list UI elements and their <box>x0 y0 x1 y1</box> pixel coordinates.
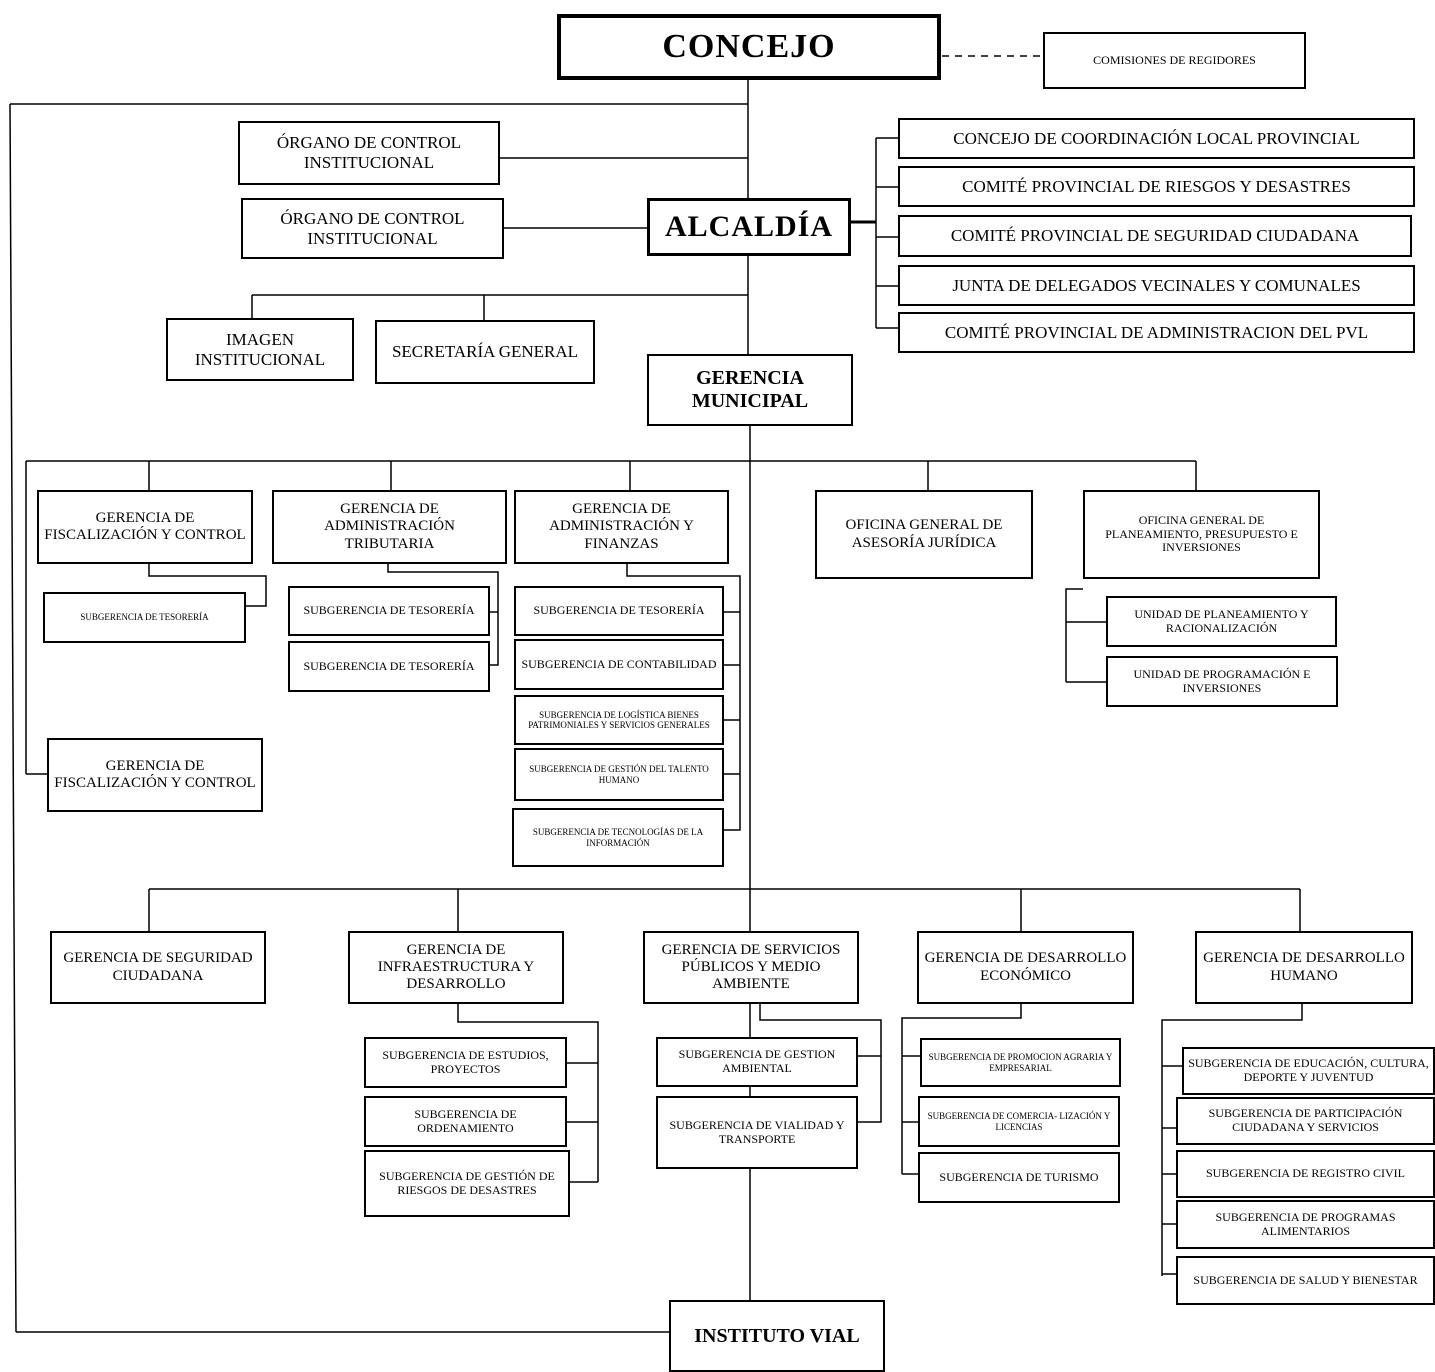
consejo-box-4[interactable]: JUNTA DE DELEGADOS VECINALES Y COMUNALES <box>898 265 1415 306</box>
imagen-institucional-box[interactable]: IMAGEN INSTITUCIONAL <box>166 318 354 381</box>
oficina-planeamiento-box[interactable]: OFICINA GENERAL DE PLANEAMIENTO, PRESUPU… <box>1083 490 1320 579</box>
subgerencia-tesoreria-trib-1-box[interactable]: SUBGERENCIA DE TESORERÍA <box>288 586 490 636</box>
subgerencia-riesgos-box[interactable]: SUBGERENCIA DE GESTIÓN DE RIESGOS DE DES… <box>364 1150 570 1217</box>
subgerencia-participacion-box[interactable]: SUBGERENCIA DE PARTICIPACIÓN CIUDADANA Y… <box>1176 1097 1435 1145</box>
secretaria-general-box[interactable]: SECRETARÍA GENERAL <box>375 320 595 384</box>
gerencia-admin-tributaria-box[interactable]: GERENCIA DE ADMINISTRACIÓN TRIBUTARIA <box>272 490 507 564</box>
subgerencia-contabilidad-box[interactable]: SUBGERENCIA DE CONTABILIDAD <box>514 639 724 690</box>
gerencia-servicios-box[interactable]: GERENCIA DE SERVICIOS PÚBLICOS Y MEDIO A… <box>643 931 859 1004</box>
connector-sub-fin <box>626 564 741 831</box>
connector-sub-infra <box>457 1004 599 1182</box>
connector-sub-trib <box>387 564 499 666</box>
subgerencia-ordenamiento-box[interactable]: SUBGERENCIA DE ORDENAMIENTO <box>364 1096 567 1147</box>
gerencia-economico-box[interactable]: GERENCIA DE DESARROLLO ECONÓMICO <box>917 931 1134 1004</box>
subgerencia-talento-humano-box[interactable]: SUBGERENCIA DE GESTIÓN DEL TALENTO HUMAN… <box>514 748 724 801</box>
gerencia-seguridad-box[interactable]: GERENCIA DE SEGURIDAD CIUDADANA <box>50 931 266 1004</box>
connector-sub-hum <box>1161 1004 1303 1276</box>
gerencia-infraestructura-box[interactable]: GERENCIA DE INFRAESTRUCTURA Y DESARROLLO <box>348 931 564 1004</box>
consejo-box-2[interactable]: COMITÉ PROVINCIAL DE RIESGOS Y DESASTRES <box>898 166 1415 207</box>
subgerencia-programas-box[interactable]: SUBGERENCIA DE PROGRAMAS ALIMENTARIOS <box>1176 1200 1435 1249</box>
gerencia-humano-box[interactable]: GERENCIA DE DESARROLLO HUMANO <box>1195 931 1413 1004</box>
alcaldia-box[interactable]: ALCALDÍA <box>647 198 851 256</box>
subgerencia-educacion-box[interactable]: SUBGERENCIA DE EDUCACIÓN, CULTURA, DEPOR… <box>1182 1047 1435 1095</box>
gerencia-fiscalizacion-box[interactable]: GERENCIA DE FISCALIZACIÓN Y CONTROL <box>37 490 253 564</box>
unidad-programacion-box[interactable]: UNIDAD DE PROGRAMACIÓN E INVERSIONES <box>1106 656 1338 707</box>
organo-control-box-1[interactable]: ÓRGANO DE CONTROL INSTITUCIONAL <box>238 121 500 185</box>
subgerencia-turismo-box[interactable]: SUBGERENCIA DE TURISMO <box>918 1152 1120 1203</box>
gerencia-fiscalizacion-2-box[interactable]: GERENCIA DE FISCALIZACIÓN Y CONTROL <box>47 738 263 812</box>
concejo-box[interactable]: CONCEJO <box>557 14 941 80</box>
subgerencia-tesoreria-fisc-box[interactable]: SUBGERENCIA DE TESORERÍA <box>43 592 246 643</box>
consejo-box-1[interactable]: CONCEJO DE COORDINACIÓN LOCAL PROVINCIAL <box>898 118 1415 159</box>
subgerencia-vialidad-box[interactable]: SUBGERENCIA DE VIALIDAD Y TRANSPORTE <box>656 1096 858 1169</box>
consejo-box-3[interactable]: COMITÉ PROVINCIAL DE SEGURIDAD CIUDADANA <box>898 215 1412 257</box>
subgerencia-tesoreria-trib-2-box[interactable]: SUBGERENCIA DE TESORERÍA <box>288 641 490 692</box>
subgerencia-comercializacion-box[interactable]: SUBGERENCIA DE COMERCIA- LIZACIÓN Y LICE… <box>918 1096 1120 1147</box>
subgerencia-logistica-box[interactable]: SUBGERENCIA DE LOGÍSTICA BIENES PATRIMON… <box>514 695 724 745</box>
comisiones-box[interactable]: COMISIONES DE REGIDORES <box>1043 32 1306 89</box>
gerencia-admin-finanzas-box[interactable]: GERENCIA DE ADMINISTRACIÓN Y FINANZAS <box>514 490 729 564</box>
subgerencia-salud-box[interactable]: SUBGERENCIA DE SALUD Y BIENESTAR <box>1176 1256 1435 1305</box>
organo-control-box-2[interactable]: ÓRGANO DE CONTROL INSTITUCIONAL <box>241 198 504 259</box>
consejo-box-5[interactable]: COMITÉ PROVINCIAL DE ADMINISTRACION DEL … <box>898 312 1415 353</box>
instituto-vial-box[interactable]: INSTITUTO VIAL <box>669 1300 885 1372</box>
subgerencia-estudios-box[interactable]: SUBGERENCIA DE ESTUDIOS, PROYECTOS <box>364 1037 567 1088</box>
connector-sub-serv <box>759 1004 882 1123</box>
subgerencia-registro-civil-box[interactable]: SUBGERENCIA DE REGISTRO CIVIL <box>1176 1150 1435 1198</box>
connector-unidades <box>1065 588 1083 682</box>
subgerencia-promocion-box[interactable]: SUBGERENCIA DE PROMOCION AGRARIA Y EMPRE… <box>920 1038 1121 1087</box>
oficina-asesoria-juridica-box[interactable]: OFICINA GENERAL DE ASESORÍA JURÍDICA <box>815 490 1033 579</box>
connector-left-outer-vertical <box>9 103 17 1333</box>
subgerencia-tesoreria-fin-box[interactable]: SUBGERENCIA DE TESORERÍA <box>514 586 724 636</box>
connector-sub-econ <box>901 1004 1022 1174</box>
subgerencia-gestion-ambiental-box[interactable]: SUBGERENCIA DE GESTION AMBIENTAL <box>656 1037 858 1087</box>
subgerencia-tecnologias-box[interactable]: SUBGERENCIA DE TECNOLOGÍAS DE LA INFORMA… <box>512 808 724 867</box>
connector-sub-fisc <box>148 564 267 607</box>
gerencia-municipal-box[interactable]: GERENCIA MUNICIPAL <box>647 354 853 426</box>
unidad-planeamiento-box[interactable]: UNIDAD DE PLANEAMIENTO Y RACIONALIZACIÓN <box>1106 596 1337 647</box>
